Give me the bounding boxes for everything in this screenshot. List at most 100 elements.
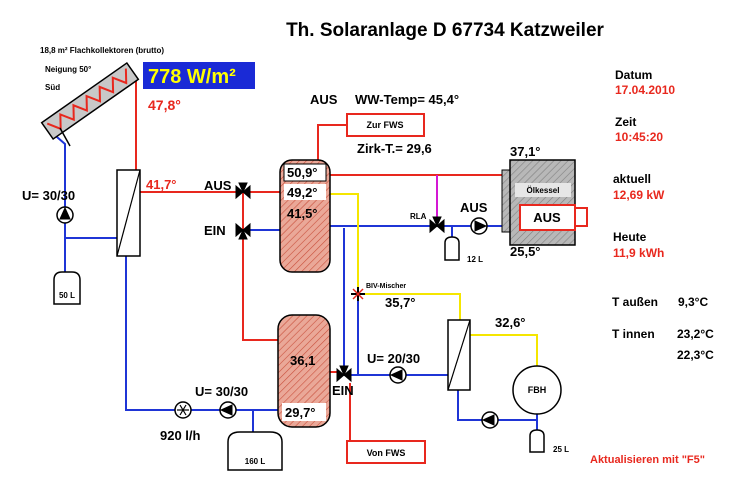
boiler-state: AUS [533,210,561,225]
solar-heat-exchanger [116,169,141,257]
fbh-pump-arrow [481,414,495,426]
vessel-25-icon [529,429,545,453]
heating-valve-icon [336,365,352,383]
rla-label: RLA [410,212,427,221]
solar-flow-pipe [129,72,137,170]
collector-frame [40,61,140,141]
boiler-pump-icon [470,217,488,235]
upper-tank-temp-mid: 49,2° [287,185,318,200]
vessel-160-icon [227,431,283,471]
heating-valve-state: EIN [332,383,354,398]
heating-pump-label: U= 20/30 [367,351,420,366]
date-label: Datum [615,68,652,82]
oil-boiler [509,159,576,246]
mixer-temp: 35,7° [385,295,416,310]
to-fws-label: Zur FWS [367,120,404,130]
heating-pump-arrow [389,369,403,381]
collector-tilt-label: Neigung 50° [45,65,91,74]
flow-meter-icon [174,401,192,419]
heating-pump-icon [389,366,407,384]
boiler-flow-temp: 37,1° [510,144,541,159]
vessel-12-label: 12 L [467,255,483,264]
solar-collector [40,61,140,141]
upper-tank-temp-bottom: 41,5° [287,206,318,221]
vessel-160-label: 160 L [245,457,266,466]
boiler-return-temp: 25,5° [510,244,541,259]
hx1-diagonal [116,169,141,257]
loading-pump-label: U= 30/30 [195,384,248,399]
lower-tank-bottom-box [282,403,326,421]
valve-bypass-pipe [242,192,278,341]
valve-aus-icon [235,182,251,200]
heating-heat-exchanger [447,319,471,391]
valve-aus-stem [238,182,248,194]
energy-today-value: 11,9 kWh [613,246,664,260]
outdoor-temp-value: 9,3°C [678,295,708,309]
hot-water-pipe [317,124,347,160]
lower-tank-temp-mid: 36,1 [290,353,315,368]
collector-orientation-label: Süd [45,83,60,92]
collector-temp: 47,8° [148,97,181,113]
date-value: 17.04.2010 [615,83,675,97]
hot-water-temp: WW-Temp= 45,4° [355,92,459,107]
fbh-flow-pipe [470,334,538,366]
power-value: 12,69 kW [613,188,665,202]
boiler-burner-nozzle [574,207,588,227]
valve-bottom-state: EIN [204,223,226,238]
irradiance-value: 778 W/m² [148,66,236,88]
time-value: 10:45:20 [615,130,663,144]
mixer-outlet-pipe [364,293,461,320]
boiler-label: Ölkessel [527,186,560,195]
fbh-pump-icon [481,411,499,429]
vessel-50-icon [53,271,81,305]
valve-top-state: AUS [204,178,232,193]
vessel-25-label: 25 L [553,445,569,454]
collector-stand [59,127,71,147]
fbh-return-pipe [457,390,537,421]
valve-ein-icon [235,222,251,240]
fbh-label: FBH [528,385,547,395]
heating-valve-stem [339,365,349,377]
vessel-50-label: 50 L [59,291,75,300]
indoor-temp-label: T innen [612,327,655,341]
loading-pump-arrow [219,404,233,416]
from-fws-box [346,440,426,464]
circulation-temp: Zirk-T.= 29,6 [357,141,432,156]
mixer-stroke-4 [352,288,364,300]
flow-rate: 920 l/h [160,428,201,443]
loading-pump-icon [219,401,237,419]
collector-area-label: 18,8 m² Flachkollektoren (brutto) [40,46,164,55]
boiler-pump-state: AUS [460,200,488,215]
lower-storage-tank [277,314,331,428]
to-fws-box [346,113,425,137]
irradiance-box [143,62,255,89]
hx2-diagonal [447,319,471,391]
time-label: Zeit [615,115,636,129]
upper-tank-mid-box [284,184,326,200]
vessel-12-icon [444,236,460,261]
power-label: aktuell [613,172,651,186]
upper-tank-temp-top: 50,9° [287,165,318,180]
page-title: Th. Solaranlage D 67734 Katzweiler [286,20,604,41]
lower-tank-temp-bottom: 29,7° [285,405,316,420]
fbh-flow-temp: 32,6° [495,315,526,330]
boiler-pump-arrow [474,220,488,232]
mixer-feed-pipe [330,193,359,288]
outdoor-temp-label: T außen [612,295,658,309]
collector-absorber [46,68,128,131]
upper-tank-top-box [283,163,327,182]
solar-flow-temp: 41,7° [146,177,177,192]
mixer-label: BIV-Mischer [366,283,406,290]
rla-valve-icon [429,216,445,234]
solar-pump-icon [56,206,74,224]
today-label: Heute [613,230,647,244]
solar-pump-arrow [59,206,71,220]
flow-meter-stroke-3 [179,404,187,416]
boiler-label-plate [515,183,571,197]
from-fws-label: Von FWS [367,448,406,458]
indoor-temp-value-1: 23,2°C [677,327,714,341]
indoor-temp-value-2: 22,3°C [677,348,714,362]
solar-pump-label: U= 30/30 [22,188,75,203]
floor-heating-icon [512,365,562,415]
